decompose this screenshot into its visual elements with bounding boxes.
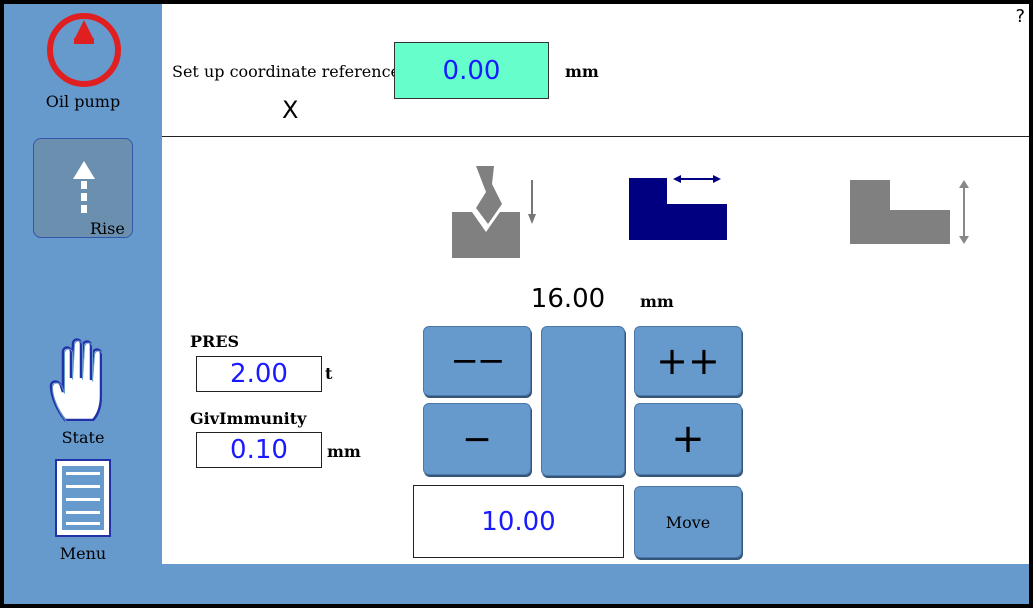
state-button[interactable]: State	[4, 330, 162, 450]
menu-label: Menu	[59, 544, 107, 563]
current-position-unit: mm	[640, 292, 674, 311]
status-bar	[162, 564, 1029, 604]
sidebar: Oil pump Rise State	[4, 4, 162, 604]
menu-list-icon	[55, 459, 111, 537]
coordinate-reference-input[interactable]: 0.00	[394, 42, 549, 99]
speed-bar	[541, 326, 625, 476]
header-divider	[162, 136, 1029, 137]
rise-label: Rise	[90, 219, 125, 238]
coordinate-unit: mm	[565, 62, 599, 81]
axis-label: X	[282, 96, 299, 124]
pres-input[interactable]: 2.00	[196, 356, 322, 392]
oil-pump-button[interactable]: Oil pump	[4, 4, 162, 122]
pres-unit: t	[325, 364, 333, 383]
oil-pump-icon	[47, 13, 121, 87]
step-value-input[interactable]: 10.00	[413, 485, 624, 558]
giv-immunity-unit: mm	[327, 442, 361, 461]
pres-label: PRES	[190, 332, 240, 351]
coordinate-reference-label: Set up coordinate reference	[172, 62, 400, 81]
r-axis-backgauge-icon[interactable]	[848, 178, 978, 248]
help-button[interactable]: ?	[1015, 6, 1025, 27]
giv-immunity-input[interactable]: 0.10	[196, 432, 322, 468]
oil-pump-label: Oil pump	[45, 92, 121, 111]
menu-button[interactable]: Menu	[4, 456, 162, 566]
x-axis-backgauge-icon[interactable]	[627, 170, 731, 244]
move-button[interactable]: Move	[634, 486, 742, 558]
main-panel: ? Set up coordinate reference 0.00 mm X …	[162, 4, 1029, 564]
plus-button[interactable]: +	[634, 403, 742, 475]
punch-die-icon[interactable]	[448, 162, 548, 262]
hand-icon	[49, 338, 103, 422]
minus-button[interactable]: −	[423, 403, 531, 475]
fast-plus-button[interactable]: ++	[634, 326, 742, 396]
giv-immunity-label: GivImmunity	[190, 409, 307, 428]
fast-minus-button[interactable]: −−	[423, 326, 531, 396]
up-arrow-icon	[73, 161, 95, 213]
state-label: State	[61, 428, 105, 447]
current-position-value: 16.00	[530, 284, 606, 314]
rise-button[interactable]: Rise	[33, 138, 133, 238]
